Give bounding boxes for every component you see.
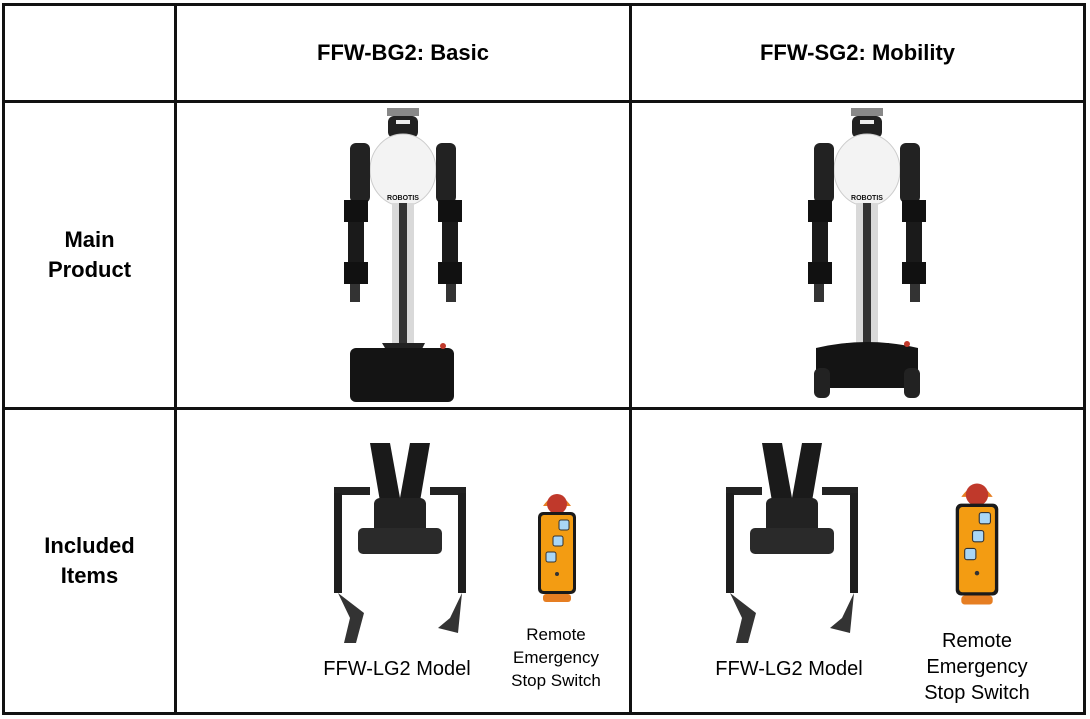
table-border-bottom [2,712,1086,715]
column-divider-2 [629,3,632,715]
row-divider-2 [2,407,1086,410]
leader-model-mobility-caption: FFW-LG2 Model [715,658,863,680]
column-heading-basic: FFW-BG2: Basic [317,40,489,65]
robot-logo-text: ROBOTIS [851,195,883,202]
column-divider-1 [174,3,177,715]
estop-basic-image [538,494,576,602]
table-border-top [2,3,1086,6]
robot-basic-image: ROBOTIS [344,108,462,402]
row-label-main-product: Main Product [47,227,132,282]
row-label-included-items: Included Items [44,533,135,588]
table-border-left [2,3,5,715]
estop-mobility-caption: Remote Emergency Stop Switch [924,630,1030,704]
leader-model-mobility-image [726,443,858,643]
comparison-table: FFW-BG2: Basic FFW-SG2: Mobility Main Pr… [2,3,1086,715]
estop-mobility-image [955,483,999,605]
row-divider-1 [2,100,1086,103]
column-heading-mobility: FFW-SG2: Mobility [759,40,956,65]
table-border-right [1083,3,1086,715]
robot-mobility-image: ROBOTIS [808,108,926,398]
leader-model-basic-image [334,443,466,643]
robot-logo-text: ROBOTIS [387,195,419,202]
estop-basic-caption: Remote Emergency Stop Switch [511,625,601,690]
leader-model-basic-caption: FFW-LG2 Model [323,658,471,680]
